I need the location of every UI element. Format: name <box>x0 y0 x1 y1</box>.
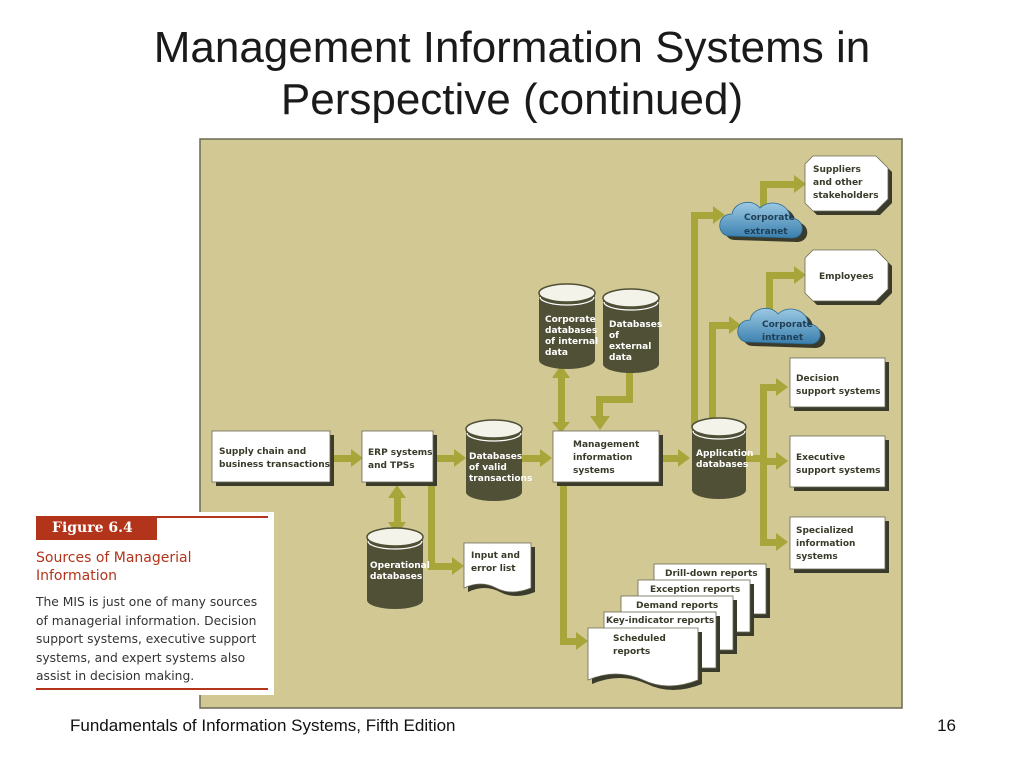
extranet-label-2: extranet <box>744 227 788 237</box>
mis-label-3: systems <box>573 466 615 476</box>
corporate-db-label-4: data <box>545 348 568 358</box>
suppliers-label-2: and other <box>813 178 863 188</box>
corporate-extranet-cloud: Corporate extranet <box>719 201 808 242</box>
suppliers-box: Suppliers and other stakeholders <box>804 155 892 215</box>
figure-body-line-2: of managerial information. Decision <box>36 613 257 628</box>
external-db-label-1: Databases <box>609 320 662 330</box>
ess-label-2: support systems <box>796 466 880 476</box>
corporate-db-label-3: of internal <box>545 337 598 347</box>
dss-label-2: support systems <box>796 387 880 397</box>
external-db-label-2: of <box>609 331 619 341</box>
specialized-label-1: Specialized <box>796 526 853 536</box>
valid-transactions-cylinder: Databases of valid transactions <box>465 419 532 501</box>
operational-db-label-1: Operational <box>370 561 430 571</box>
input-error-label-1: Input and <box>471 551 520 561</box>
application-db-label-1: Application <box>696 449 753 459</box>
specialized-label-3: systems <box>796 552 838 562</box>
caption-rule-bottom <box>36 688 268 690</box>
suppliers-label-1: Suppliers <box>813 165 861 175</box>
scheduled-reports-label-1: Scheduled <box>613 634 666 644</box>
erp-label-1: ERP systems <box>368 448 433 458</box>
mis-label-2: information <box>573 453 632 463</box>
ess-box: Executive support systems <box>789 435 889 491</box>
flow-arrows <box>331 175 806 650</box>
valid-db-label-2: of valid <box>469 463 507 473</box>
input-error-document: Input and error list <box>463 542 535 596</box>
intranet-label-2: intranet <box>762 333 804 343</box>
corporate-intranet-cloud: Corporate intranet <box>737 307 826 348</box>
figure-heading-line-2: Information <box>36 568 118 584</box>
demand-reports-label: Demand reports <box>636 601 718 611</box>
slide-title: Management Information Systems in Perspe… <box>0 22 1024 126</box>
drill-down-reports-label: Drill-down reports <box>665 569 758 579</box>
operational-databases-cylinder: Operational databases <box>366 527 430 609</box>
corporate-db-label-2: databases <box>545 326 597 336</box>
external-db-label-4: data <box>609 353 632 363</box>
page-number: 16 <box>937 716 956 735</box>
mis-box: Management information systems <box>552 430 663 486</box>
dss-label-1: Decision <box>796 374 839 384</box>
specialized-label-2: information <box>796 539 855 549</box>
corporate-databases-cylinder: Corporate databases of internal data <box>538 283 598 369</box>
dss-box: Decision support systems <box>789 357 889 411</box>
figure-heading: Sources of Managerial Information <box>36 549 268 585</box>
key-indicator-reports-label: Key-indicator reports <box>606 616 714 626</box>
figure-heading-line-1: Sources of Managerial <box>36 550 192 566</box>
supply-chain-label-1: Supply chain and <box>219 447 306 457</box>
ess-label-1: Executive <box>796 453 845 463</box>
employees-label: Employees <box>819 272 874 282</box>
suppliers-label-3: stakeholders <box>813 191 879 201</box>
slide-title-line-1: Management Information Systems in <box>153 23 871 72</box>
footer-book-title: Fundamentals of Information Systems, Fif… <box>70 716 456 735</box>
input-error-label-2: error list <box>471 564 516 574</box>
application-databases-cylinder: Application databases <box>691 417 753 499</box>
extranet-label-1: Corporate <box>744 213 795 223</box>
erp-label-2: and TPSs <box>368 461 415 471</box>
figure-body-line-4: systems, and expert systems also <box>36 650 246 665</box>
operational-db-label-2: databases <box>370 572 422 582</box>
caption-rule-top <box>157 516 268 518</box>
valid-db-label-3: transactions <box>469 474 532 484</box>
mis-label-1: Management <box>573 440 640 450</box>
external-databases-cylinder: Databases of external data <box>602 288 662 373</box>
figure-body-line-1: The MIS is just one of many sources <box>36 595 258 609</box>
erp-box: ERP systems and TPSs <box>361 430 437 486</box>
external-db-label-3: external <box>609 342 651 352</box>
figure-body: The MIS is just one of many sources of m… <box>36 593 270 686</box>
supply-chain-label-2: business transactions <box>219 460 330 470</box>
exception-reports-label: Exception reports <box>650 585 740 595</box>
figure-caption: Figure 6.4 Sources of Managerial Informa… <box>30 512 274 695</box>
employees-box: Employees <box>804 249 892 305</box>
application-db-label-2: databases <box>696 460 748 470</box>
valid-db-label-1: Databases <box>469 452 522 462</box>
figure-body-line-5: assist in decision making. <box>36 669 195 684</box>
scheduled-reports-label-2: reports <box>613 647 650 657</box>
supply-chain-box: Supply chain and business transactions <box>211 430 334 486</box>
corporate-db-label-1: Corporate <box>545 315 596 325</box>
figure-body-line-3: support systems, executive support <box>36 632 257 647</box>
intranet-label-1: Corporate <box>762 320 813 330</box>
report-stack: Drill-down reports Exception reports Dem… <box>587 563 770 690</box>
figure-label: Figure 6.4 <box>36 516 157 540</box>
slide-title-line-2: Perspective (continued) <box>280 75 744 124</box>
specialized-box: Specialized information systems <box>789 516 889 573</box>
